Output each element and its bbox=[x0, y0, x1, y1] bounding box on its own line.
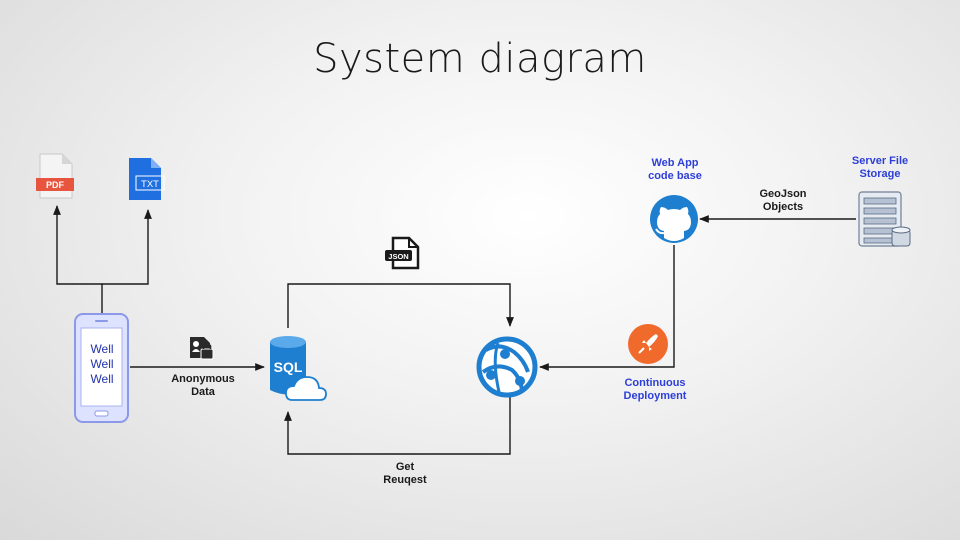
label-line: Get bbox=[395, 461, 415, 473]
server-file-storage-label: Server File Storage bbox=[830, 155, 930, 181]
edge-phone-to-pdf bbox=[53, 205, 103, 315]
web-app-label: Web App code base bbox=[630, 157, 720, 183]
label-line: Data bbox=[191, 386, 215, 398]
label-line: Anonymous bbox=[171, 373, 235, 385]
get-request-label: Get Reuqest bbox=[360, 461, 450, 487]
phone-line: Well bbox=[90, 342, 114, 356]
edge-phone-to-txt bbox=[102, 209, 152, 285]
rocket-icon bbox=[628, 324, 668, 364]
pdf-file-icon: PDF bbox=[36, 153, 74, 199]
label-line: Web App bbox=[651, 157, 699, 169]
json-file-icon: JSON bbox=[385, 236, 420, 270]
edge-github-to-globe bbox=[539, 245, 675, 371]
json-badge-text: JSON bbox=[388, 252, 408, 261]
connectors bbox=[53, 205, 856, 455]
web-globe-icon bbox=[476, 336, 538, 398]
label-line: Reuqest bbox=[383, 474, 427, 486]
phone-icon bbox=[74, 313, 129, 423]
edge-globe-to-sql bbox=[284, 397, 511, 455]
diagram-title: System diagram bbox=[313, 36, 647, 82]
phone-line: Well bbox=[90, 372, 114, 386]
edge-sql-to-globe bbox=[287, 283, 514, 328]
label-line: GeoJson bbox=[759, 188, 807, 200]
label-line: Server File bbox=[851, 155, 909, 167]
sql-badge-text: SQL bbox=[274, 359, 303, 375]
label-line: code base bbox=[648, 170, 702, 182]
geojson-objects-label: GeoJson Objects bbox=[738, 188, 828, 214]
github-icon bbox=[650, 195, 698, 243]
label-line: Storage bbox=[859, 168, 901, 180]
pdf-badge-text: PDF bbox=[46, 180, 65, 190]
sql-database-icon: SQL bbox=[270, 336, 327, 401]
anonymous-data-label: Anonymous Data bbox=[150, 373, 256, 399]
txt-file-icon: TXT bbox=[129, 158, 165, 200]
label-line: Continuous bbox=[624, 377, 686, 389]
txt-badge-text: TXT bbox=[141, 179, 159, 190]
server-storage-icon bbox=[858, 191, 911, 247]
phone-line: Well bbox=[90, 357, 114, 371]
label-line: Deployment bbox=[623, 390, 687, 402]
continuous-deployment-label: Continuous Deployment bbox=[600, 377, 710, 403]
label-line: Objects bbox=[762, 201, 804, 213]
locked-document-icon bbox=[190, 337, 214, 360]
phone-screen-text: Well Well Well bbox=[82, 342, 122, 387]
